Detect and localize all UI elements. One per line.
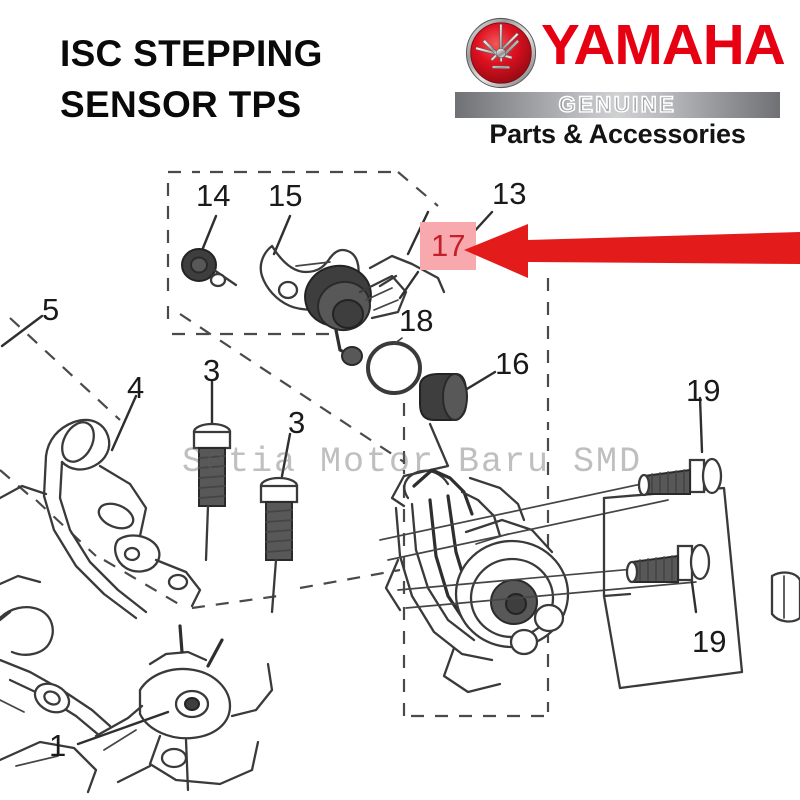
callout-18: 18 [399, 303, 434, 338]
title-line-2: SENSOR TPS [60, 84, 302, 126]
part-4-bracket [42, 394, 202, 620]
callout-14: 14 [196, 178, 231, 213]
part-5-bracket [0, 606, 112, 738]
page-title: ISC STEPPING SENSOR TPS [60, 28, 440, 130]
part-throttle-body-assembly [384, 468, 570, 694]
callout-19: 19 [686, 373, 721, 408]
diagram-fragments-bottom-left [0, 574, 98, 794]
yamaha-wordmark: YAMAHA [541, 13, 786, 77]
yamaha-tuning-fork-emblem [465, 17, 537, 89]
callout-16: 16 [495, 346, 530, 381]
dashed-group-box-upper [166, 170, 439, 463]
parts-accessories-label: Parts & Accessories [489, 119, 746, 149]
callout-13: 13 [492, 176, 527, 211]
watermark-text: Setia Motor Baru SMD [182, 442, 643, 482]
callout-17-highlighted: 17 [420, 222, 477, 270]
logo-top-row: YAMAHA [455, 12, 786, 92]
callout-19: 19 [692, 624, 727, 659]
part-19-bolt-upper [637, 396, 723, 497]
callout-4: 4 [127, 370, 145, 405]
part-3-bolt-lower [259, 432, 299, 614]
part-3-bolt-upper [192, 380, 232, 562]
genuine-label: GENUINE [558, 91, 677, 118]
callout-15: 15 [268, 178, 303, 213]
part-1-main-body [76, 624, 274, 792]
part-19-bolt-lower [625, 543, 711, 614]
part-14-screw [181, 214, 238, 288]
part-right-edge-grommet [770, 571, 800, 623]
title-line-1: ISC STEPPING [60, 33, 323, 74]
callout-3: 3 [203, 353, 221, 388]
part-5-leader [0, 314, 44, 348]
callout-3: 3 [288, 405, 306, 440]
dashed-guides-left [0, 317, 401, 610]
callout-1: 1 [49, 728, 67, 763]
callout-5: 5 [42, 292, 60, 327]
yamaha-logo: YAMAHA GENUINE Parts & Accessories [455, 12, 786, 149]
part-16-plug [390, 370, 497, 508]
diagram-fragments-upper-left [0, 484, 48, 622]
genuine-bar: GENUINE [455, 91, 780, 118]
part-13-bracket [368, 254, 446, 294]
part-18-o-ring [366, 337, 422, 395]
part-tps-sensor-body [304, 264, 408, 366]
